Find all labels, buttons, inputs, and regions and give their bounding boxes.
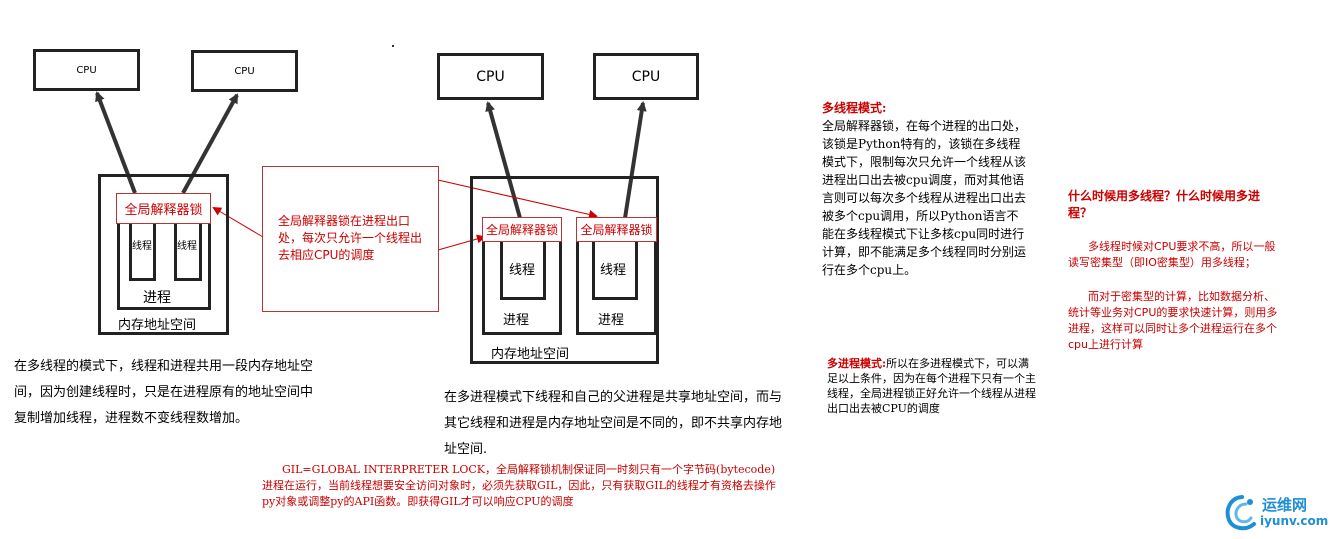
- multithread-mode-body: 全局解释器锁，在每个进程的出口处，该锁是Python特有的，该锁在多线程模式下，…: [822, 119, 1027, 277]
- multiprocess-mode-title: 多进程模式:: [827, 357, 887, 370]
- right-gil-1-box: 全局解释器锁: [482, 217, 562, 242]
- left-process-label: 进程: [143, 290, 171, 306]
- stray-dot: [392, 45, 394, 47]
- left-cpu-1: CPU: [33, 49, 140, 91]
- left-cpu-2: CPU: [191, 50, 298, 92]
- multiprocess-mode-body: 所以在多进程模式下，可以满足以上条件，因为在每个进程下只有一个主线程，全局进程锁…: [827, 357, 1036, 415]
- right-thread-2-label: 线程: [600, 263, 627, 278]
- left-caption: 在多线程的模式下，线程和进程共用一段内存地址空间，因为创建线程时，只是在进程原有…: [14, 359, 314, 426]
- right-process-2-label: 进程: [598, 313, 625, 328]
- left-thread-1-label: 线程: [132, 241, 152, 252]
- left-memory-label: 内存地址空间: [118, 318, 197, 333]
- when-to-use-question: 什么时候用多线程？什么时候用多进程？: [1068, 189, 1261, 220]
- watermark-url: iyunv.com: [1260, 514, 1329, 528]
- right-cpu-2-label: CPU: [631, 68, 661, 85]
- multiprocess-mode-section: 多进程模式:所以在多进程模式下，可以满足以上条件，因为在每个进程下只有一个主线程…: [827, 356, 1039, 416]
- multithread-mode-title: 多线程模式:: [822, 101, 887, 115]
- right-cpu-1: CPU: [437, 53, 544, 100]
- right-cpu-1-label: CPU: [476, 68, 505, 85]
- right-thread-1-label: 线程: [509, 263, 536, 278]
- watermark-title: 运维网: [1262, 496, 1308, 514]
- multithread-mode-section: 多线程模式: 全局解释器锁，在每个进程的出口处，该锁是Python特有的，该锁在…: [822, 99, 1030, 279]
- watermark-swirl-icon: [1225, 495, 1256, 531]
- right-memory-label: 内存地址空间: [491, 347, 570, 362]
- watermark-logo: 运维网 iyunv.com: [1222, 490, 1328, 536]
- left-cpu-2-label: CPU: [234, 65, 255, 77]
- right-gil-2-label: 全局解释器锁: [580, 223, 653, 237]
- when-to-use-answer-1: 多线程时候对CPU要求不高，所以一般读写密集型（即IO密集型）用多线程；: [1068, 240, 1276, 269]
- right-cpu-2: CPU: [593, 53, 699, 100]
- right-memory-space: [470, 176, 659, 364]
- left-cpu-1-label: CPU: [76, 64, 97, 76]
- gil-note-text: 全局解释器锁在进程出口处，每次只允许一个线程出去相应CPU的调度: [278, 214, 423, 262]
- right-caption: 在多进程模式下线程和自己的父进程是共享地址空间，而与其它线程和进程是内存地址空间…: [444, 390, 783, 457]
- right-gil-1-label: 全局解释器锁: [485, 223, 558, 237]
- right-process-1-label: 进程: [503, 313, 530, 328]
- left-memory-space: [98, 174, 229, 335]
- left-gil-label: 全局解释器锁: [124, 203, 203, 218]
- when-to-use-answer-2: 而对于密集型的计算，比如数据分析、统计等业务对CPU的要求快速计算，则用多进程，…: [1068, 290, 1278, 351]
- gil-definition: GIL=GLOBAL INTERPRETER LOCK，全局解释锁机制保证同一时…: [262, 463, 776, 508]
- left-gil-box: 全局解释器锁: [116, 193, 211, 224]
- gil-note-box: [262, 166, 439, 312]
- right-gil-2-box: 全局解释器锁: [576, 217, 657, 242]
- left-thread-2-label: 线程: [177, 241, 197, 252]
